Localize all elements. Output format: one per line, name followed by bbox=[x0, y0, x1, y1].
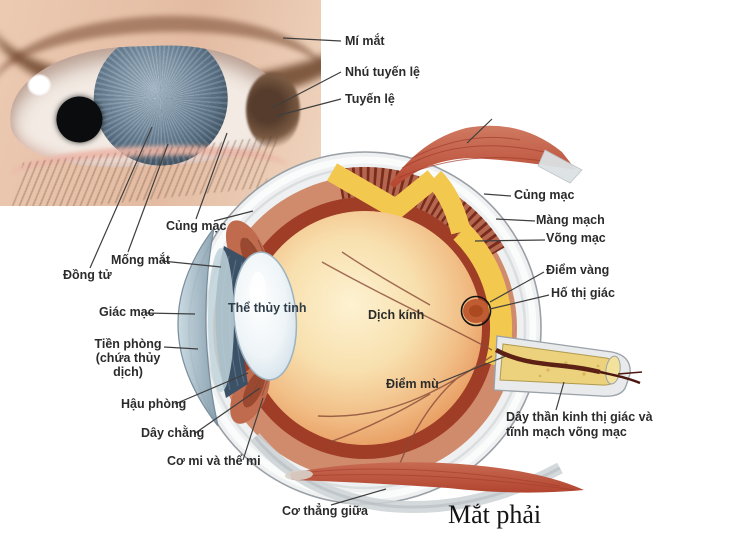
label-day-than-kinh-line1: Dây thần kinh thị giác và bbox=[506, 410, 653, 424]
label-hau-phong: Hậu phòng bbox=[121, 397, 187, 411]
leader-hau-phong bbox=[174, 372, 249, 405]
label-tien-phong: Tiền phòng (chứa thủy dịch) bbox=[84, 337, 172, 379]
figure-title: Mắt phải bbox=[448, 500, 542, 529]
label-mang-mach: Màng mạch bbox=[536, 213, 605, 227]
label-co-thang-giua: Cơ thẳng giữa bbox=[282, 504, 368, 518]
anterior-segment bbox=[177, 220, 298, 427]
leader-mong-mat-a bbox=[127, 143, 169, 253]
label-the-thuy-tinh: Thể thủy tinh bbox=[228, 301, 307, 315]
superior-muscle bbox=[390, 125, 583, 188]
leader-day-than-kinh bbox=[555, 381, 565, 411]
leader-ho-thi-giac bbox=[489, 294, 550, 310]
leader-vong-mac bbox=[474, 239, 546, 242]
eye-photo bbox=[0, 0, 321, 206]
leader-giac-mac bbox=[144, 312, 196, 315]
vitreous-body bbox=[248, 211, 482, 445]
leader-co-mi bbox=[242, 397, 264, 461]
label-day-than-kinh: Dây thần kinh thị giác và tĩnh mạch võng… bbox=[506, 410, 666, 440]
label-diem-vang: Điểm vàng bbox=[546, 263, 610, 277]
leader-superior-muscle bbox=[466, 118, 493, 144]
leader-nhu-tuyen-le bbox=[271, 71, 342, 109]
label-giac-mac: Giác mạc bbox=[99, 305, 155, 319]
label-day-than-kinh-line2: tĩnh mạch võng mạc bbox=[506, 424, 627, 439]
leader-cung-mac-trai-b bbox=[213, 210, 254, 222]
label-nhu-tuyen-le: Nhú tuyến lệ bbox=[345, 65, 421, 79]
label-cung-mac-phai: Củng mạc bbox=[514, 188, 575, 202]
leader-mi-mat bbox=[282, 37, 342, 42]
leader-day-chang bbox=[193, 387, 261, 435]
leader-tuyen-le bbox=[275, 98, 342, 117]
label-tien-phong-line1: Tiền phòng bbox=[94, 337, 162, 351]
leader-cung-mac-trai-a bbox=[195, 132, 228, 220]
central-retinal-vessel bbox=[494, 348, 643, 385]
anterior-chamber bbox=[208, 248, 234, 392]
inferior-muscle bbox=[285, 462, 584, 493]
label-mi-mat: Mí mắt bbox=[345, 34, 385, 48]
label-vong-mac: Võng mạc bbox=[546, 231, 606, 245]
lacrimal-caruncle bbox=[246, 72, 300, 148]
label-dong-tu: Đồng tử bbox=[63, 268, 112, 282]
label-day-chang: Dây chằng bbox=[141, 426, 205, 440]
label-dich-kinh: Dịch kính bbox=[368, 308, 425, 322]
label-ho-thi-giac: Hố thị giác bbox=[551, 286, 615, 300]
label-tuyen-le: Tuyến lệ bbox=[345, 92, 395, 106]
label-co-mi-va-the-mi: Cơ mi và thể mi bbox=[167, 454, 261, 468]
label-diem-mu: Điểm mù bbox=[386, 377, 439, 391]
leader-mang-mach bbox=[495, 218, 536, 222]
label-cung-mac-trai: Củng mạc bbox=[166, 219, 227, 233]
leader-diem-mu bbox=[435, 355, 507, 385]
lens bbox=[232, 251, 298, 381]
label-tien-phong-line2: (chứa thủy dịch) bbox=[95, 350, 161, 379]
leader-diem-vang bbox=[489, 271, 545, 303]
leader-mong-mat-b bbox=[161, 260, 222, 268]
leader-lines bbox=[89, 37, 565, 506]
leader-co-thang-giua bbox=[330, 488, 387, 506]
macula bbox=[460, 295, 492, 327]
leader-cung-mac-phai bbox=[483, 193, 512, 197]
leader-tien-phong bbox=[163, 346, 199, 350]
leader-dong-tu bbox=[89, 126, 153, 269]
label-mong-mat: Mống mắt bbox=[111, 253, 171, 267]
cornea bbox=[177, 227, 219, 427]
optic-nerve bbox=[493, 335, 643, 397]
